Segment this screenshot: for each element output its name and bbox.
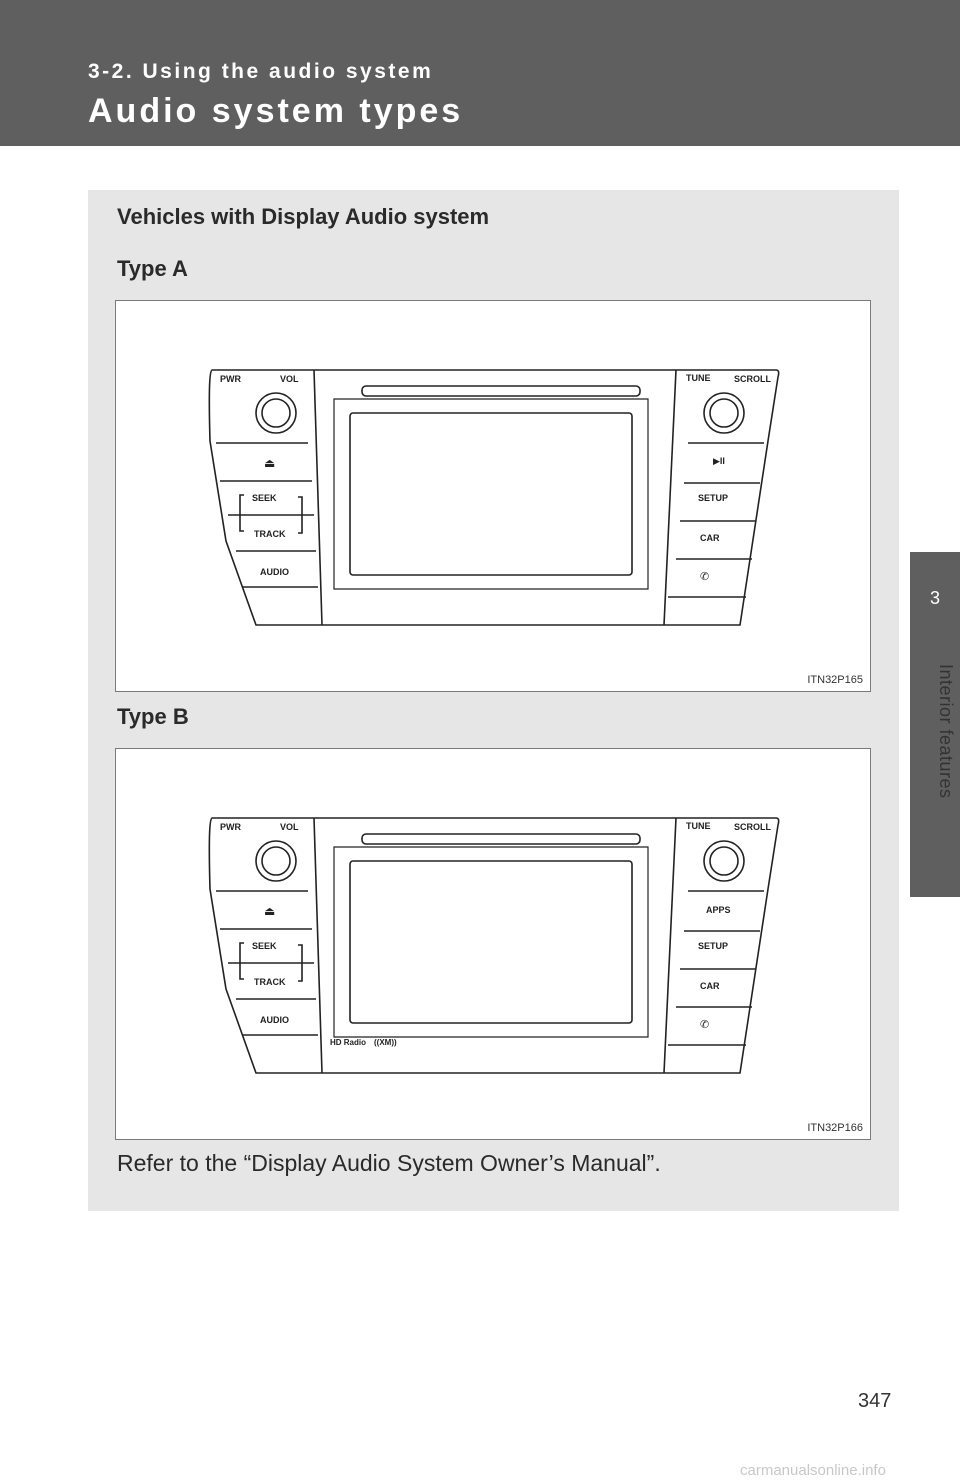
apps-label: APPS — [706, 905, 731, 915]
phone-icon: ✆ — [700, 1019, 709, 1031]
eject-icon: ⏏ — [264, 456, 275, 470]
type-a-label: Type A — [117, 256, 188, 281]
section-heading: Vehicles with Display Audio system — [117, 204, 490, 229]
figure-code-b: ITN32P166 — [807, 1122, 863, 1134]
phone-icon: ✆ — [700, 571, 709, 583]
tune-label: TUNE — [686, 373, 711, 383]
site-watermark: carmanualsonline.info — [740, 1462, 886, 1479]
header-band — [0, 0, 960, 146]
play-pause-icon: ▶II — [713, 456, 725, 466]
pwr-label: PWR — [220, 374, 241, 384]
type-b-label: Type B — [117, 704, 189, 729]
seek-label: SEEK — [252, 493, 277, 503]
section-label: 3-2. Using the audio system — [88, 60, 434, 83]
xm-logo: ((XM)) — [374, 1038, 397, 1047]
scroll-label: SCROLL — [734, 374, 772, 384]
setup-label: SETUP — [698, 941, 728, 951]
tune-label: TUNE — [686, 821, 711, 831]
vol-label: VOL — [280, 822, 299, 832]
figure-type-a: PWR VOL TUNE SCROLL ⏏ SEEK TRACK AUDIO ▶… — [115, 300, 871, 692]
page-title: Audio system types — [88, 92, 464, 130]
track-label: TRACK — [254, 529, 286, 539]
figure-type-b: PWR VOL TUNE SCROLL ⏏ SEEK TRACK AUDIO A… — [115, 748, 871, 1140]
hd-radio-logo: HD Radio — [330, 1038, 366, 1047]
chapter-number: 3 — [929, 588, 940, 608]
seek-label: SEEK — [252, 941, 277, 951]
page-number: 347 — [858, 1390, 892, 1412]
scroll-label: SCROLL — [734, 822, 772, 832]
audio-label: AUDIO — [260, 567, 289, 577]
setup-label: SETUP — [698, 493, 728, 503]
chapter-label: Interior features — [936, 664, 956, 799]
vol-label: VOL — [280, 374, 299, 384]
audio-label: AUDIO — [260, 1015, 289, 1025]
audio-unit-type-b-illustration: PWR VOL TUNE SCROLL ⏏ SEEK TRACK AUDIO A… — [208, 817, 780, 1074]
chapter-tab: 3 — [910, 552, 960, 897]
car-label: CAR — [700, 981, 720, 991]
track-label: TRACK — [254, 977, 286, 987]
manual-reference-note: Refer to the “Display Audio System Owner… — [117, 1150, 661, 1176]
audio-unit-type-a-illustration: PWR VOL TUNE SCROLL ⏏ SEEK TRACK AUDIO ▶… — [208, 369, 780, 626]
car-label: CAR — [700, 533, 720, 543]
eject-icon: ⏏ — [264, 904, 275, 918]
figure-code-a: ITN32P165 — [807, 674, 863, 686]
pwr-label: PWR — [220, 822, 241, 832]
